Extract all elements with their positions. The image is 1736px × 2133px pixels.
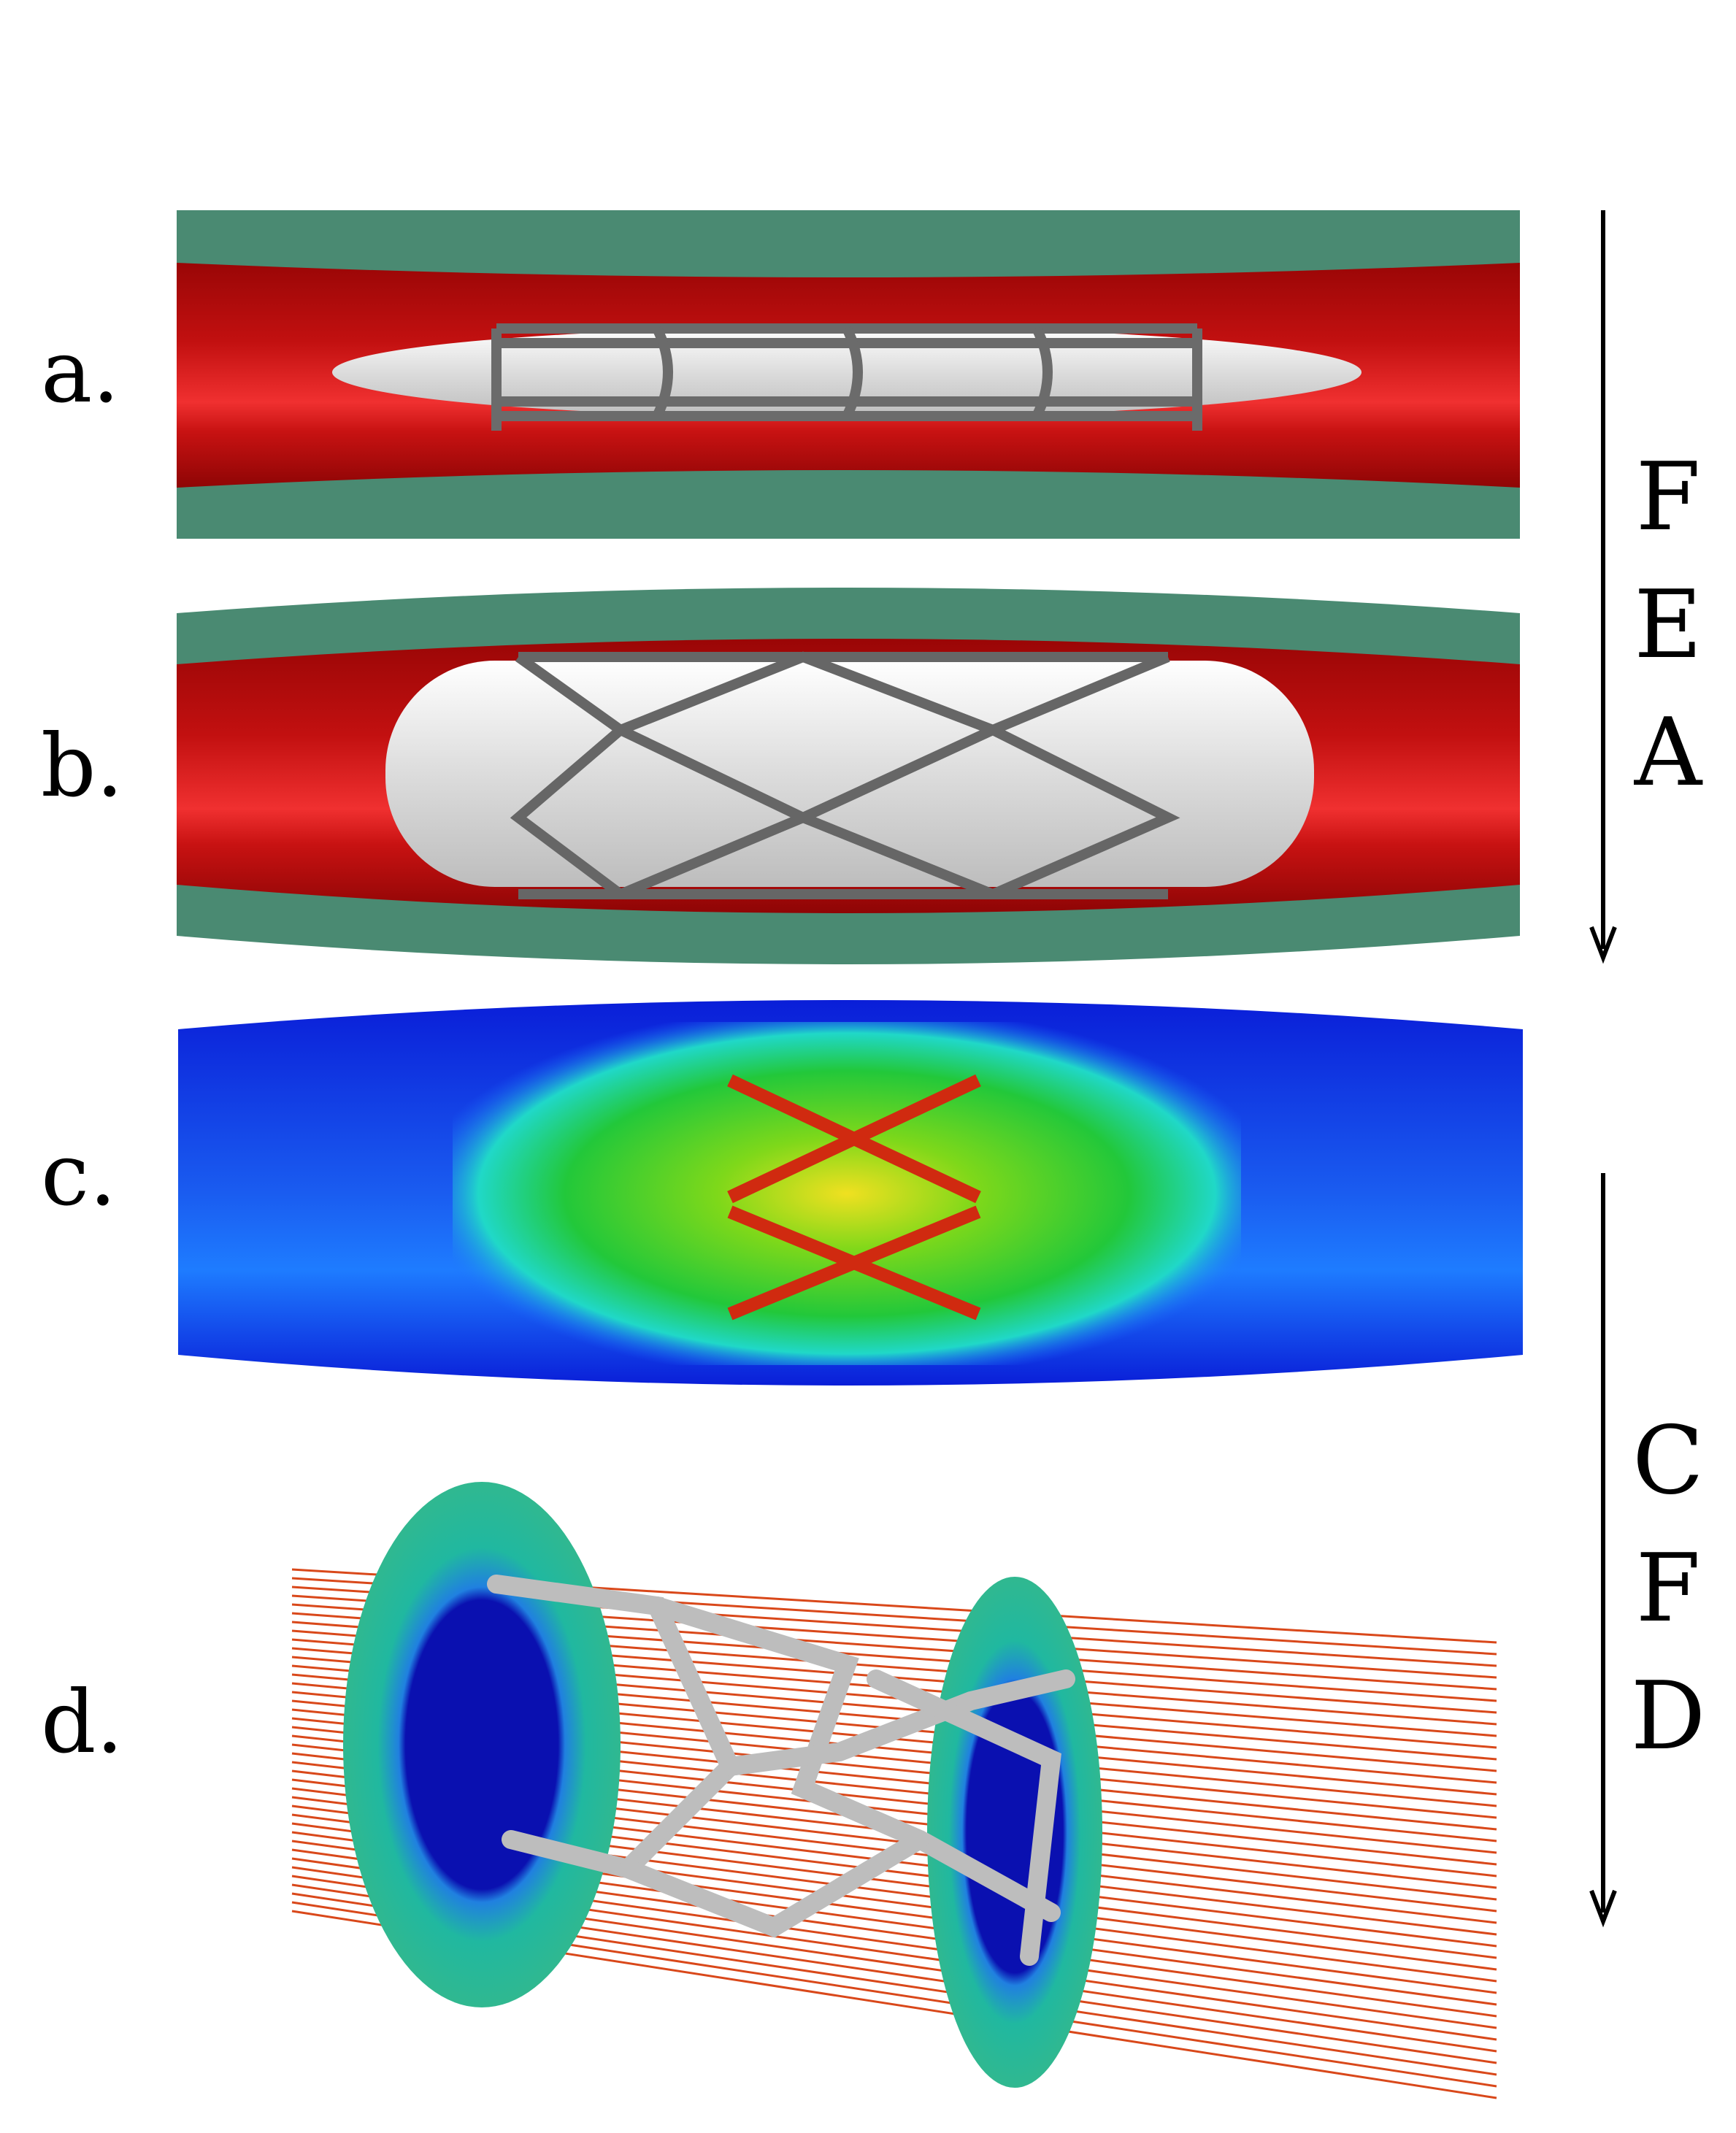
stress-region (453, 1022, 1241, 1365)
cfd-letter-f: F (1636, 1534, 1701, 1643)
expanded-stent (510, 651, 1180, 899)
balloon (385, 661, 1314, 887)
fea-letter-e: E (1634, 571, 1702, 680)
inlet-disc (343, 1482, 621, 2007)
panel-b: b. (41, 588, 1520, 964)
panel-d: d. (41, 1482, 1497, 2099)
outlet-disc (927, 1577, 1102, 2088)
stent-stress (727, 1074, 981, 1321)
cfd-letter-c: C (1632, 1407, 1704, 1515)
cfd-letter-d: D (1631, 1662, 1706, 1771)
fea-letter-f: F (1636, 443, 1701, 552)
crimped-stent (491, 323, 1202, 431)
panel-label-b: b. (41, 715, 123, 816)
panel-a: a. (41, 210, 1520, 539)
fea-arrow: F E A (1589, 210, 1703, 964)
balloon (332, 327, 1361, 418)
panel-label-d: d. (41, 1672, 123, 1772)
panel-label-c: c. (41, 1124, 117, 1225)
panel-label-a: a. (41, 321, 120, 422)
fea-letter-a: A (1634, 699, 1703, 807)
stent-struts (487, 1575, 1075, 1966)
panel-c: c. (41, 1000, 1523, 1386)
cfd-arrow: C F D (1589, 1173, 1706, 1928)
